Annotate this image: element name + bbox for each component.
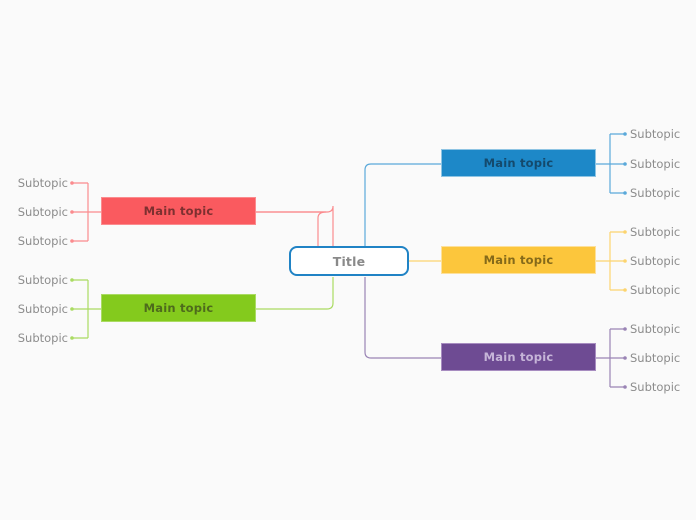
connector-blue-bracket [596,133,624,194]
subtopic-green-3[interactable]: Subtopic [17,331,68,345]
subtopic-yellow-2[interactable]: Subtopic [630,254,681,268]
main-topic-yellow[interactable]: Main topic [441,246,596,274]
endpoint-dot [623,356,627,360]
subtopic-blue-1[interactable]: Subtopic [630,127,681,141]
endpoint-dot [623,191,627,195]
endpoint-dot [623,327,627,331]
main-topic-green[interactable]: Main topic [101,294,256,322]
endpoint-dot [623,259,627,263]
main-topic-label: Main topic [483,156,554,170]
endpoint-dot [623,230,627,234]
endpoint-dot [623,162,627,166]
connector-purple-bracket [596,328,624,388]
endpoint-dot [623,288,627,292]
main-topic-label: Main topic [483,253,554,267]
subtopic-red-2[interactable]: Subtopic [17,205,68,219]
endpoint-dot [70,336,74,340]
connector-root-red-path [256,205,334,247]
endpoint-dot [70,210,74,214]
connector-root-green [256,277,334,310]
main-topic-label: Main topic [143,204,214,218]
subtopic-purple-2[interactable]: Subtopic [630,351,681,365]
subtopic-purple-1[interactable]: Subtopic [630,322,681,336]
connector-yellow-bracket [596,231,624,291]
connector-root-purple [364,277,441,359]
subtopic-blue-2[interactable]: Subtopic [630,157,681,171]
connector-green-bracket [73,279,101,339]
endpoint-dot [70,278,74,282]
endpoint-dot [70,239,74,243]
root-node-title[interactable]: Title [289,246,409,276]
main-topic-label: Main topic [483,350,554,364]
main-topic-blue[interactable]: Main topic [441,149,596,177]
main-topic-red[interactable]: Main topic [101,197,256,225]
subtopic-yellow-1[interactable]: Subtopic [630,225,681,239]
subtopic-green-1[interactable]: Subtopic [17,273,68,287]
subtopic-green-2[interactable]: Subtopic [17,302,68,316]
connector-root-red [256,211,327,246]
subtopic-red-3[interactable]: Subtopic [17,234,68,248]
connector-red-bracket [73,182,101,242]
subtopic-yellow-3[interactable]: Subtopic [630,283,681,297]
endpoint-dot [623,385,627,389]
endpoint-dot [70,307,74,311]
endpoint-dot [70,181,74,185]
endpoint-dot [623,132,627,136]
root-node-label: Title [332,253,366,269]
connector-root-blue [364,163,441,247]
main-topic-label: Main topic [143,301,214,315]
main-topic-purple[interactable]: Main topic [441,343,596,371]
subtopic-purple-3[interactable]: Subtopic [630,380,681,394]
subtopic-red-1[interactable]: Subtopic [17,176,68,190]
subtopic-blue-3[interactable]: Subtopic [630,186,681,200]
